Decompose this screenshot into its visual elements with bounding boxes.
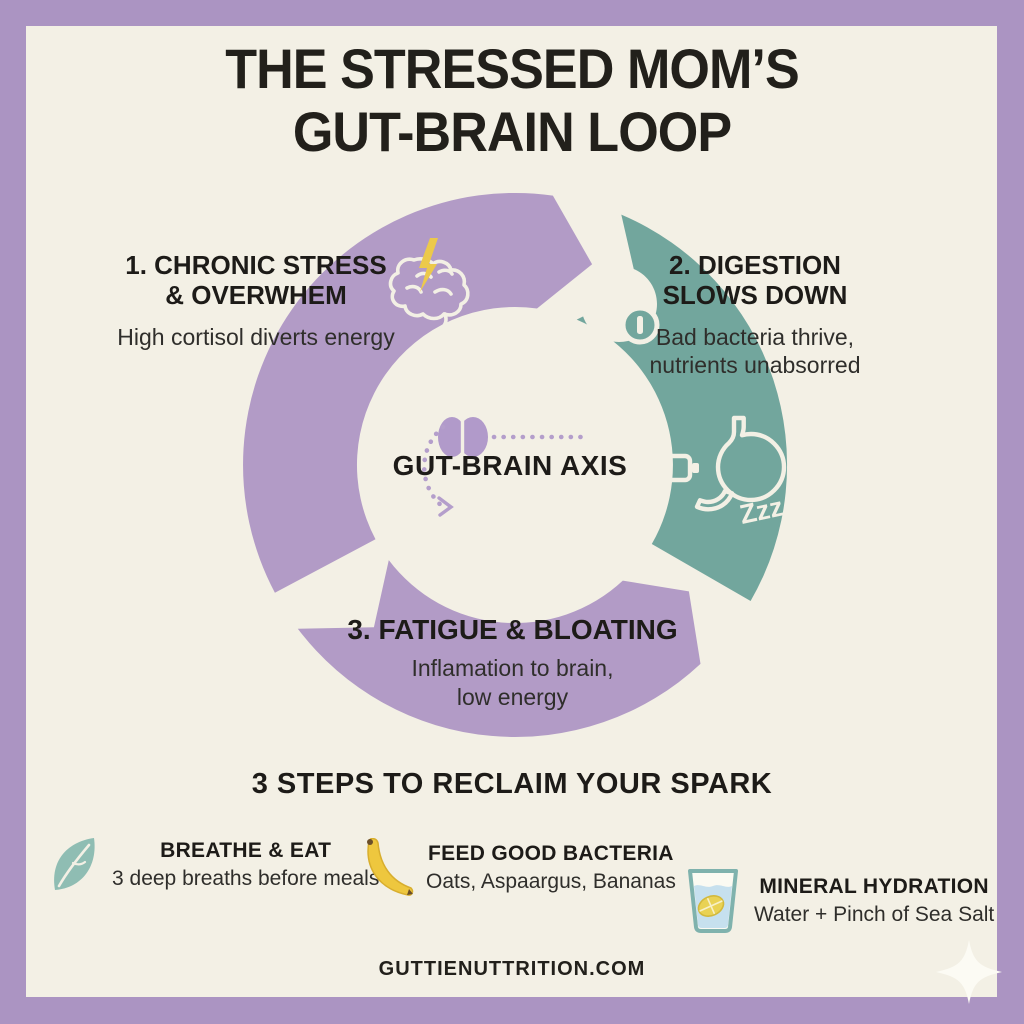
- step1-block: 1. CHRONIC STRESS & OVERWHEM High cortis…: [95, 250, 417, 351]
- page-title: THE STRESSED MOM’S GUT-BRAIN LOOP: [36, 37, 988, 163]
- website-footer: GUTTIENUTTRITION.COM: [378, 958, 646, 980]
- water-glass-icon: [688, 869, 738, 933]
- gut-brain-axis-glyph: [421, 416, 591, 517]
- tip1-subtext: 3 deep breaths before meals: [112, 867, 380, 890]
- banana-icon: [367, 838, 414, 896]
- step2-heading: 2. DIGESTION SLOWS DOWN: [662, 250, 848, 311]
- step3-subtext: Inflamation to brain, low energy: [411, 655, 614, 710]
- center-axis-label: GUT-BRAIN AXIS: [392, 450, 628, 481]
- step1-heading: 1. CHRONIC STRESS & OVERWHEM: [125, 250, 387, 311]
- tip2-subtext: Oats, Aspaargus, Bananas: [426, 870, 676, 893]
- tip2-title: FEED GOOD BACTERIA: [428, 842, 674, 865]
- tip-breathe-eat: BREATHE & EAT 3 deep breaths before meal…: [48, 836, 379, 894]
- step3-heading: 3. FATIGUE & BLOATING: [347, 614, 678, 645]
- step1-subtext: High cortisol diverts energy: [117, 324, 395, 351]
- stomach-battery-sleep-icon: Zzz: [647, 415, 787, 530]
- tip1-title: BREATHE & EAT: [160, 839, 332, 862]
- step2-subtext: Bad bacteria thrive, nutrients unabsorre…: [649, 324, 861, 379]
- dotted-arc-left: [421, 424, 446, 510]
- step3-block: 3. FATIGUE & BLOATING Inflamation to bra…: [340, 614, 685, 711]
- loop-segment-step3: [297, 560, 701, 737]
- arrowhead: [437, 496, 454, 517]
- steps-section-heading: 3 STEPS TO RECLAIM YOUR SPARK: [251, 768, 773, 800]
- tip3-title: MINERAL HYDRATION: [759, 875, 989, 898]
- brain-lightning-icon: [388, 238, 470, 330]
- loop-segment-step1: [243, 192, 593, 593]
- tip-feed-bacteria: FEED GOOD BACTERIA Oats, Aspaargus, Bana…: [356, 838, 676, 898]
- leaf-icon: [54, 838, 95, 890]
- step2-block: 2. DIGESTION SLOWS DOWN Bad bacteria thr…: [610, 250, 900, 379]
- lightning-bolt: [419, 238, 438, 292]
- infographic-panel: [26, 26, 997, 997]
- title-line-1: THE STRESSED MOM’S: [225, 37, 799, 100]
- sparkle-icon: [936, 940, 1002, 1004]
- title-line-2: GUT-BRAIN LOOP: [292, 99, 732, 163]
- tip-mineral-hydration: MINERAL HYDRATION Water + Pinch of Sea S…: [684, 868, 994, 934]
- tip3-subtext: Water + Pinch of Sea Salt: [754, 903, 995, 926]
- stomach-alert-icon: [560, 250, 660, 354]
